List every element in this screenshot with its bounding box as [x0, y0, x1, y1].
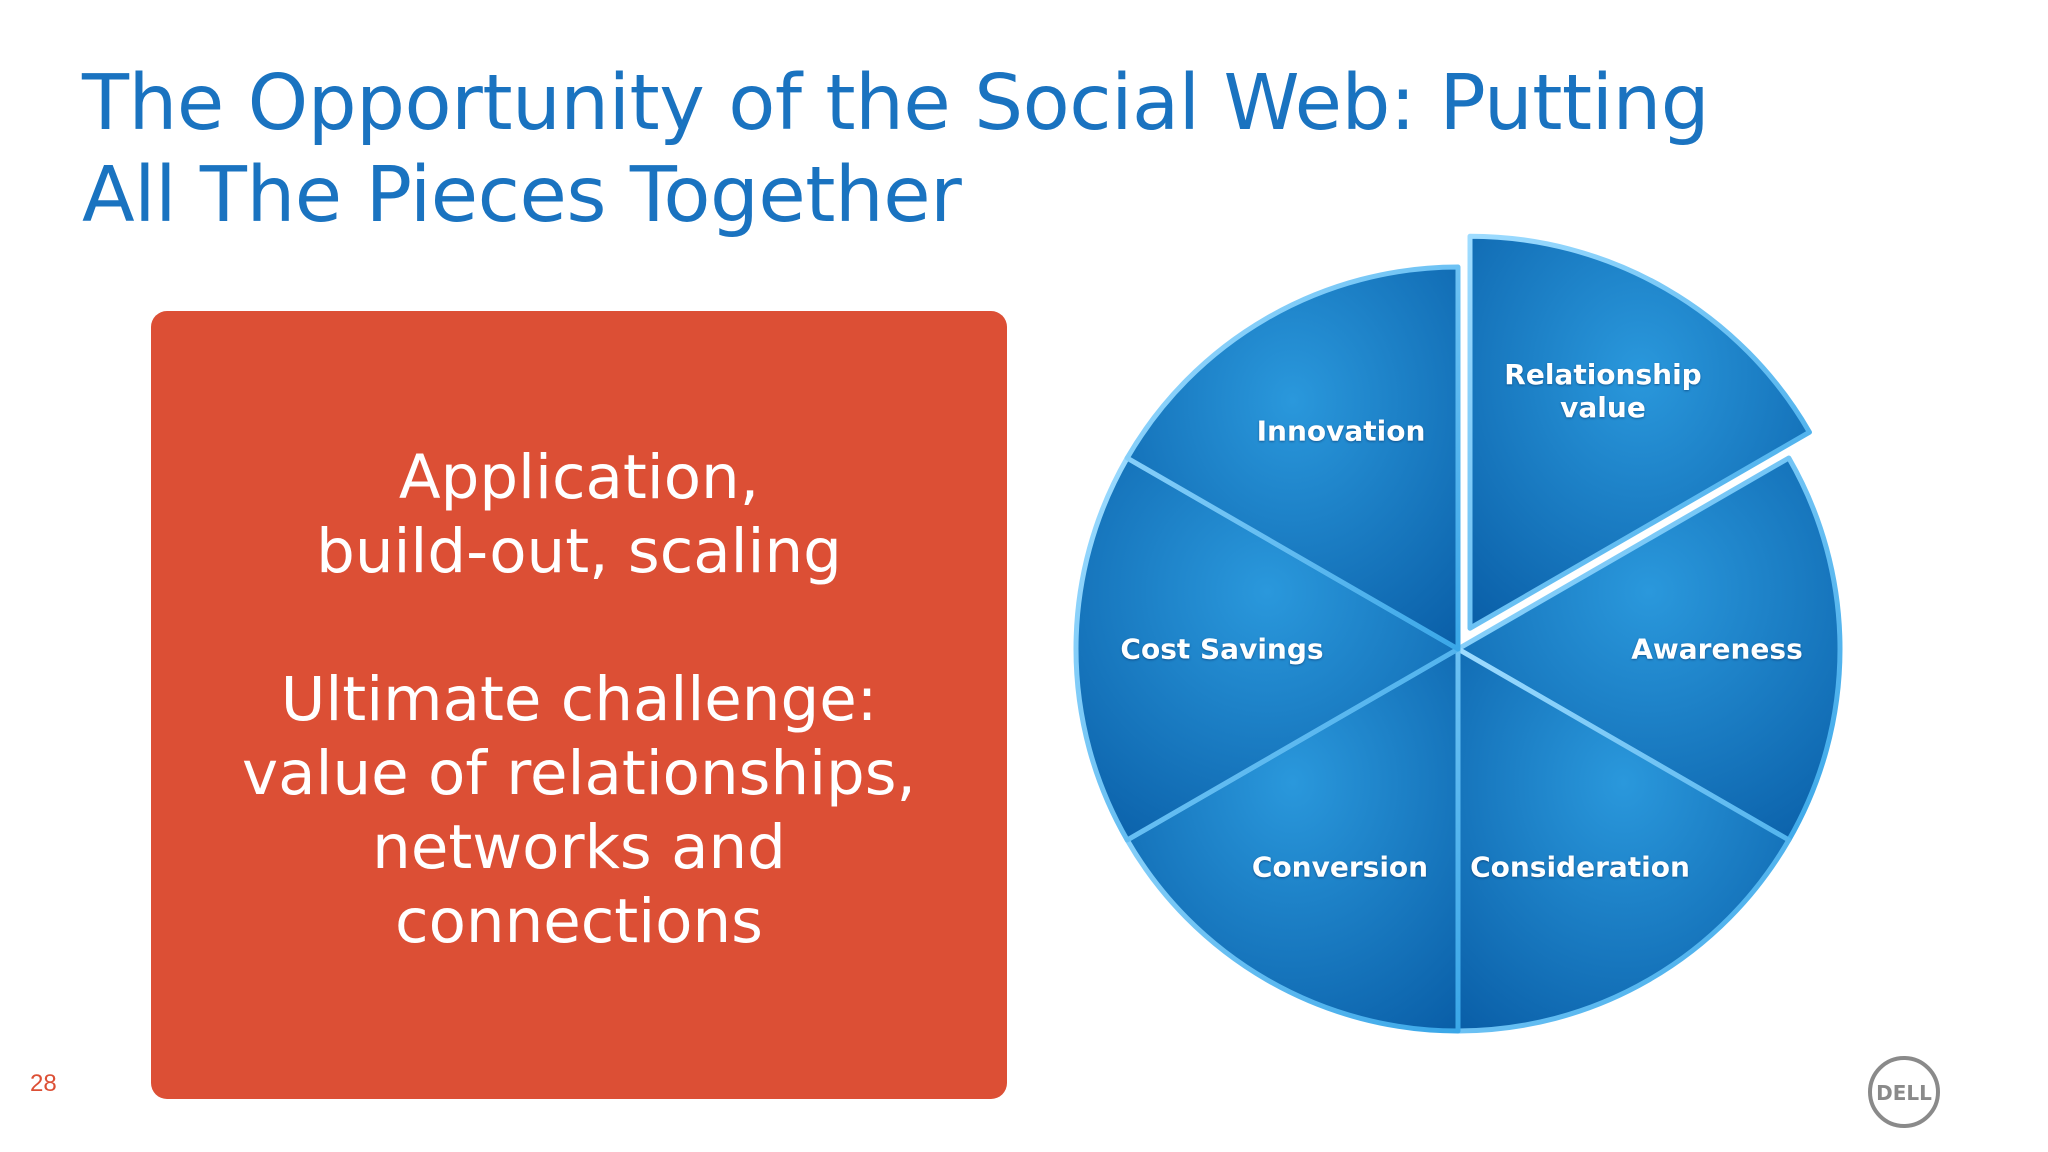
pie-label-consideration: Consideration — [1470, 850, 1690, 884]
slide-title-line-1: The Opportunity of the Social Web: Putti… — [82, 59, 1710, 148]
pie-segment-relationship-value — [1467, 233, 1812, 631]
callout-line-4: value of relationships, — [242, 738, 916, 809]
slide-title-line-2: All The Pieces Together — [82, 151, 962, 240]
slide-title: The Opportunity of the Social Web: Putti… — [82, 58, 1902, 242]
pie-label-awareness: Awareness — [1631, 632, 1803, 666]
pie-segment-awareness — [1455, 455, 1843, 843]
pie-segment-consideration — [1455, 646, 1792, 1034]
page-number: 28 — [30, 1070, 57, 1097]
pie-label-relationship-value: Relationship value — [1504, 358, 1702, 424]
callout-line-2: build-out, scaling — [316, 516, 842, 587]
pie-label-conversion: Conversion — [1251, 850, 1429, 884]
pie-graphic — [1073, 233, 1843, 1034]
pie-segment-innovation — [1124, 264, 1461, 652]
pie-diagram: Relationship value Awareness Considerati… — [1060, 210, 1860, 1070]
pie-label-cost-savings: Cost Savings — [1120, 632, 1324, 666]
callout-line-1: Application, — [398, 442, 760, 513]
pie-segment-conversion — [1124, 646, 1461, 1034]
dell-logo-text: DELL — [1876, 1081, 1932, 1105]
callout-line-5: networks and — [372, 812, 786, 883]
callout-line-3: Ultimate challenge: — [280, 664, 878, 735]
dell-logo-icon: DELL — [1868, 1056, 1940, 1128]
pie-label-innovation: Innovation — [1256, 414, 1426, 448]
pie-segment-cost-savings — [1073, 455, 1461, 843]
callout-box: Application, build-out, scaling Ultimate… — [151, 311, 1007, 1099]
callout-line-6: connections — [395, 886, 763, 957]
